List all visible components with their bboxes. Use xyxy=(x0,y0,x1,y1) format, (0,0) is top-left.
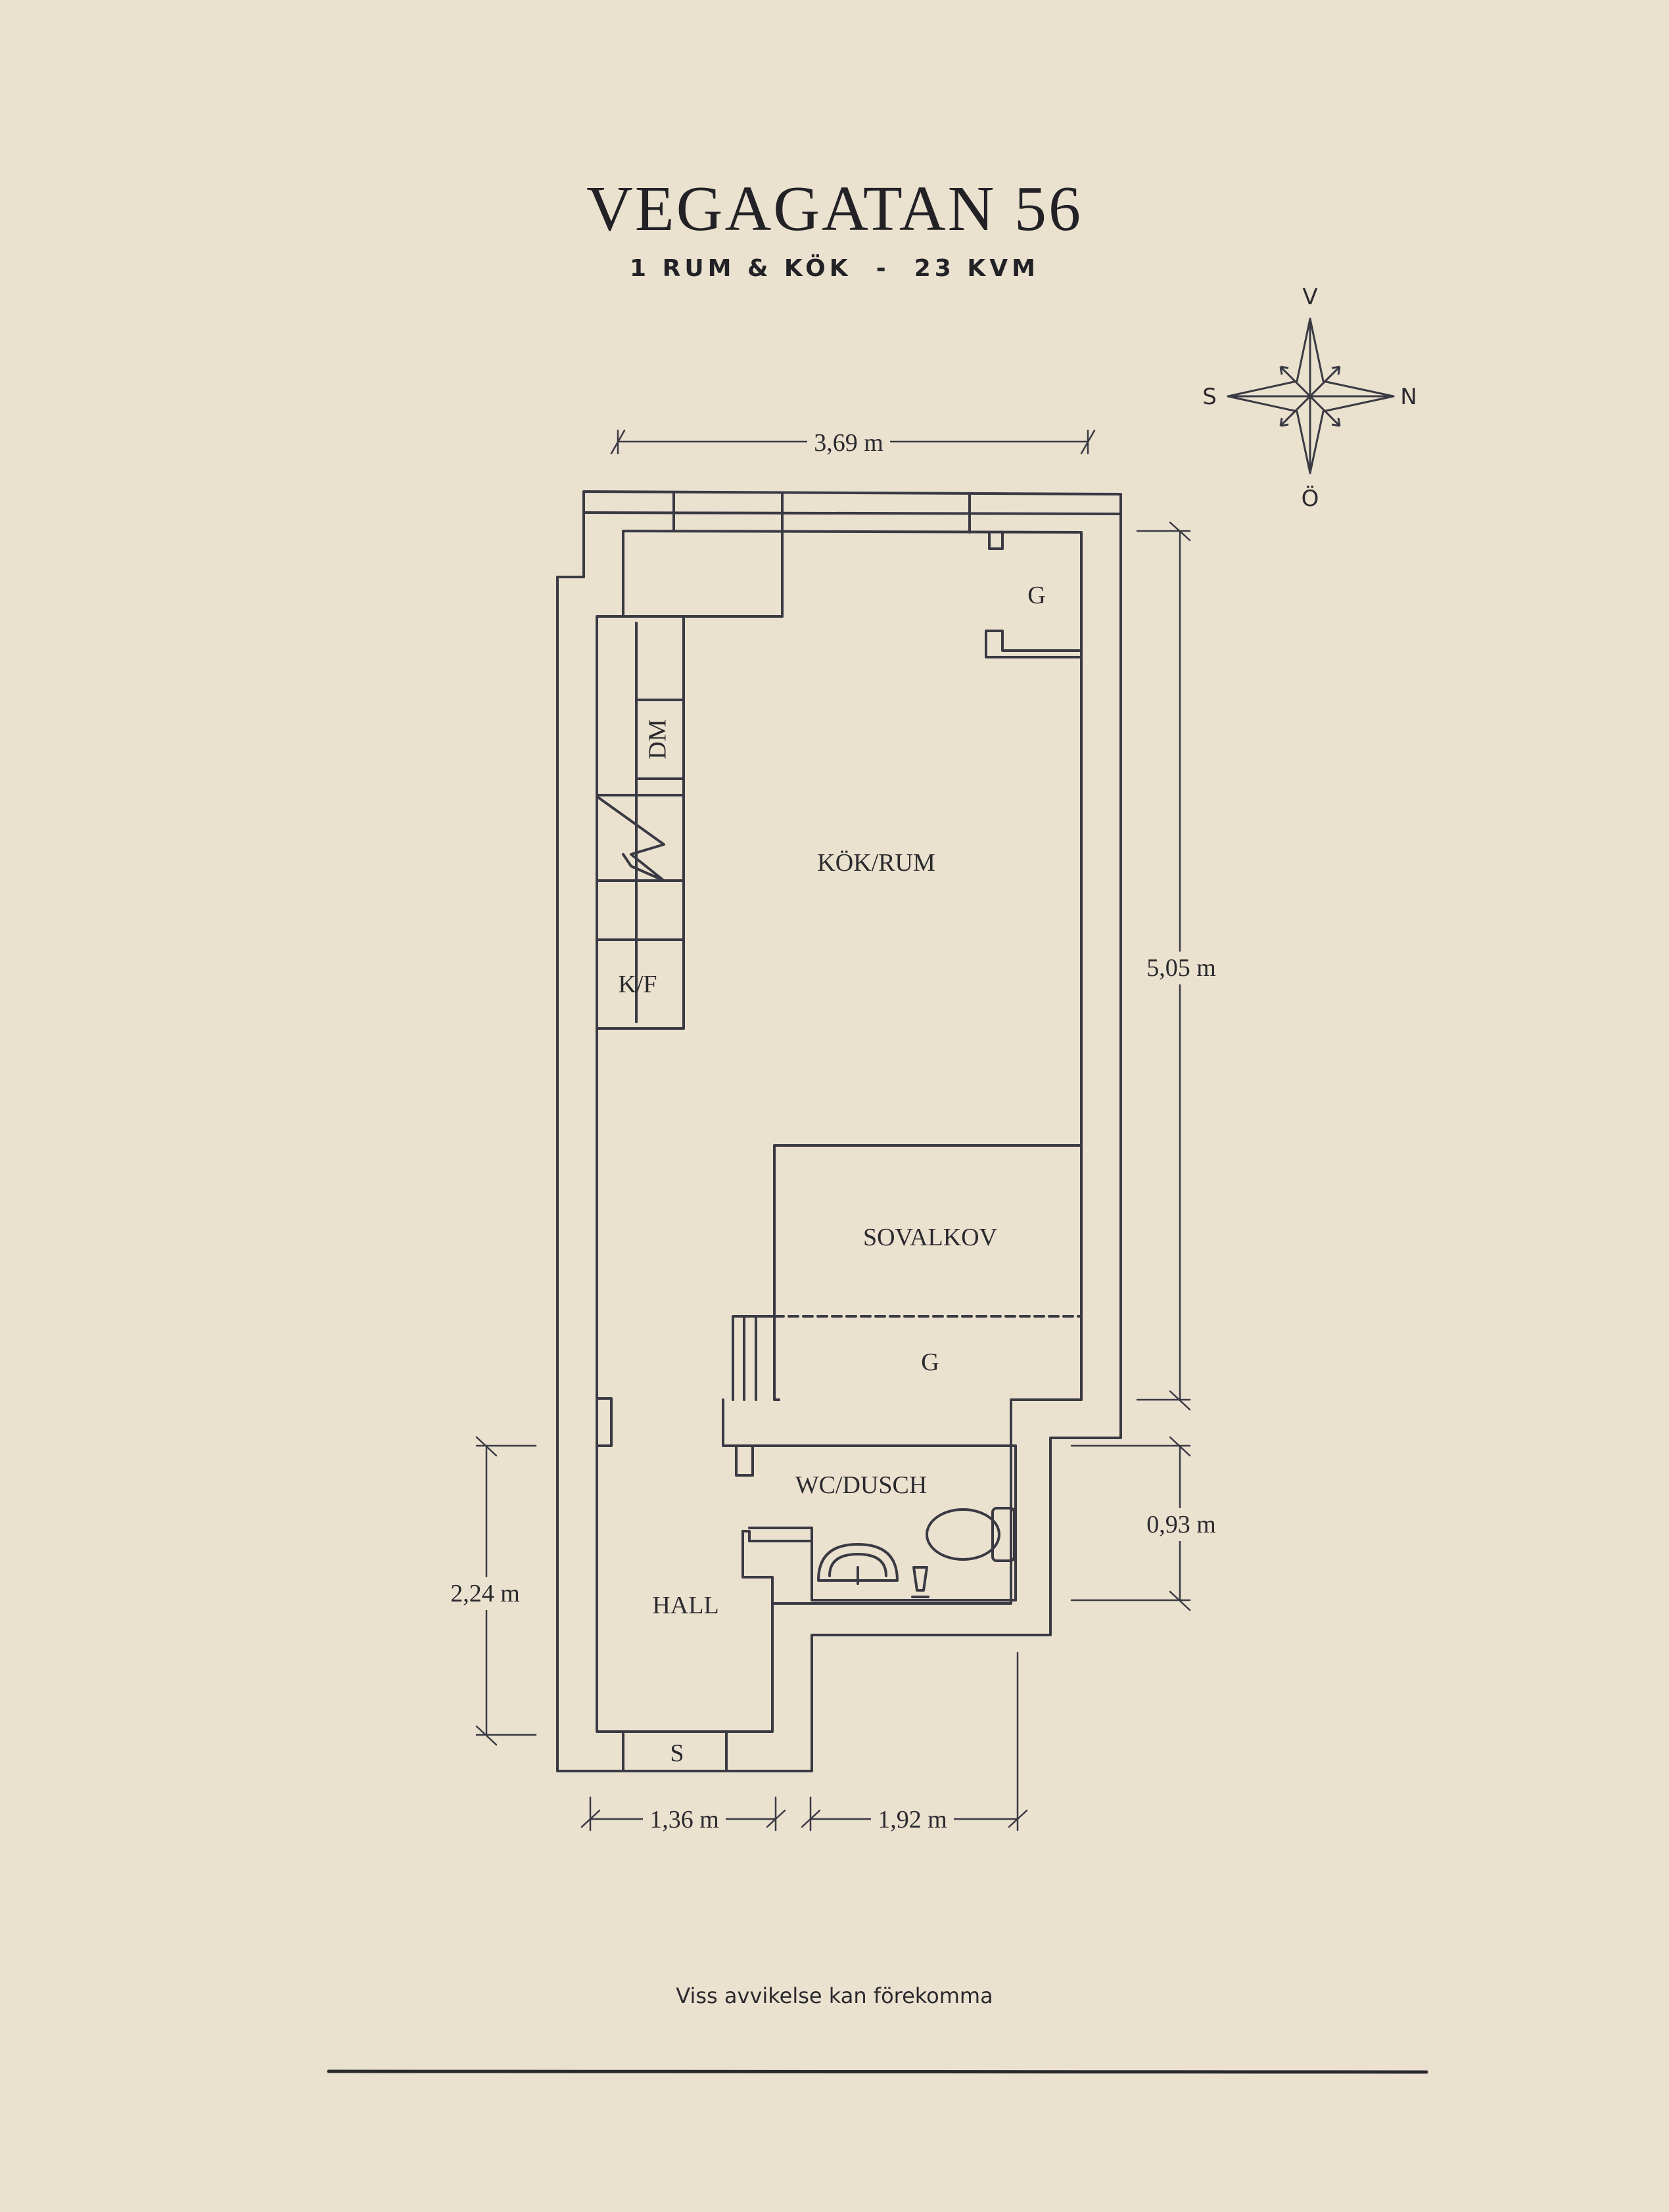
stove-icon xyxy=(596,795,665,882)
dim-label-hall-width: 1,36 m xyxy=(649,1806,719,1833)
dim-tick xyxy=(1008,1809,1028,1828)
room-label-kitchen: KÖK/RUM xyxy=(817,849,935,877)
kitchen-counter xyxy=(596,615,784,1030)
room-label-closet-alcove: G xyxy=(921,1348,939,1376)
dim-tick xyxy=(1169,1590,1191,1611)
dim-label-hall-height: 2,24 m xyxy=(450,1580,520,1607)
dim-tick xyxy=(1169,1390,1191,1411)
room-label-fridge: K/F xyxy=(618,971,657,998)
footer-divider xyxy=(327,2069,1428,2074)
wall-line xyxy=(582,511,1122,515)
alcove-bench xyxy=(732,1315,776,1401)
closet-top xyxy=(985,531,1083,658)
toilet-tank xyxy=(991,1507,1016,1562)
bathroom-wall xyxy=(722,1398,1017,1477)
room-label-hall: HALL xyxy=(652,1592,718,1619)
dim-tick xyxy=(580,1809,601,1828)
room-label-storage: S xyxy=(670,1740,684,1767)
page-subtitle: 1 RUM & KÖK - 23 KVM xyxy=(630,255,1039,282)
room-label-alcove: SOVALKOV xyxy=(863,1224,998,1251)
compass-north-label: N xyxy=(1400,384,1417,410)
dim-label-top: 3,69 m xyxy=(814,429,883,457)
compass-arrows xyxy=(1279,365,1341,427)
dim-tick xyxy=(801,1809,821,1828)
sink-icon xyxy=(817,1543,899,1585)
alcove-wall xyxy=(773,1144,1083,1401)
room-label-bathroom: WC/DUSCH xyxy=(795,1471,928,1499)
dim-tick xyxy=(475,1725,498,1746)
room-label-closet-top: G xyxy=(1027,582,1045,609)
room-label-dishwasher: DM xyxy=(644,719,672,759)
page-title: VEGAGATAN 56 xyxy=(586,173,1083,244)
compass-south-label: S xyxy=(1202,384,1217,410)
dim-label-bath-width: 1,92 m xyxy=(878,1806,947,1833)
bidet-icon xyxy=(911,1566,929,1598)
dim-tick xyxy=(1169,1436,1191,1457)
hall-door xyxy=(596,1397,613,1447)
dim-tick xyxy=(766,1809,786,1828)
outer-wall xyxy=(556,490,1122,1772)
dim-label-right: 5,05 m xyxy=(1146,954,1216,982)
inner-wall xyxy=(596,530,1083,1733)
disclaimer-text: Viss avvikelse kan förekomma xyxy=(676,1983,993,2008)
bathroom-inner xyxy=(741,1527,1017,1605)
hall-storage xyxy=(622,1730,728,1772)
toilet-icon xyxy=(926,1508,1000,1561)
dim-tick xyxy=(475,1436,498,1457)
compass-inner-lines xyxy=(1228,319,1394,473)
dim-tick xyxy=(1169,521,1191,541)
compass-east-label: Ö xyxy=(1302,485,1319,512)
compass-west-label: V xyxy=(1302,284,1317,310)
dim-label-bath-height: 0,93 m xyxy=(1146,1511,1216,1538)
compass-rose xyxy=(1227,317,1395,474)
